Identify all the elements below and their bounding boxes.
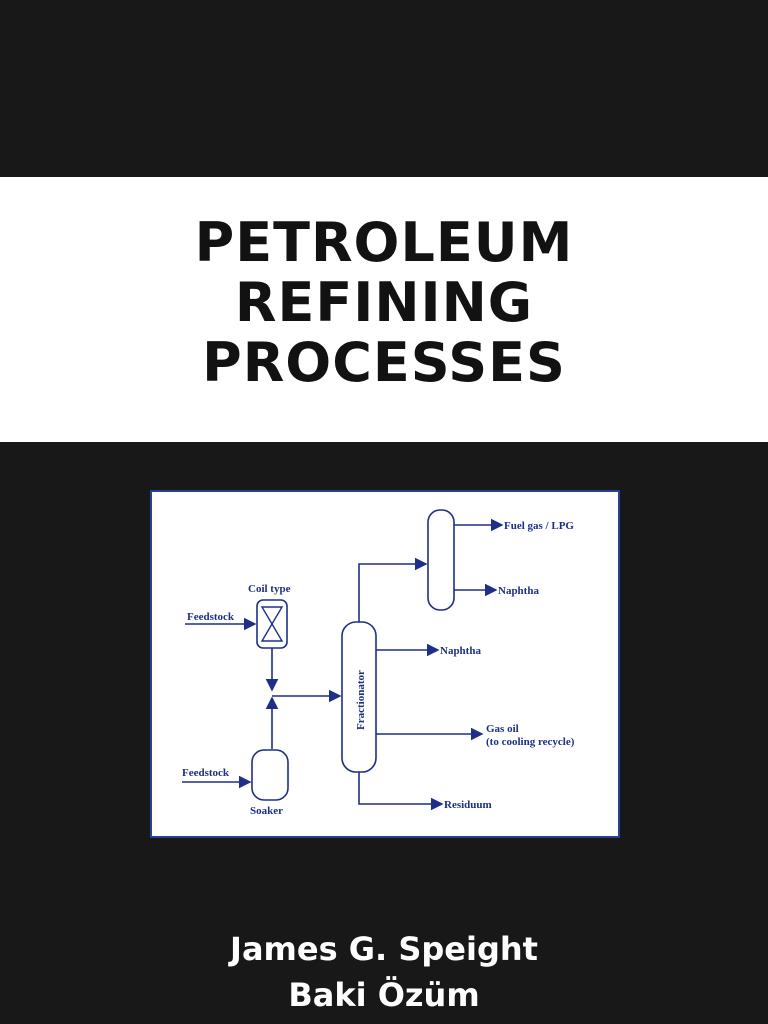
splitter-vessel xyxy=(427,509,455,611)
residuum-line xyxy=(358,772,444,811)
title-line-2: REFINING xyxy=(234,271,534,334)
feedstock-bottom-label: Feedstock xyxy=(182,767,230,779)
coil-type-label: Coil type xyxy=(248,583,291,595)
naphtha-top-label: Naphtha xyxy=(498,585,539,597)
soaker-vessel xyxy=(251,749,289,801)
feedstock-top-label: Feedstock xyxy=(187,611,235,623)
fuel-gas-label: Fuel gas / LPG xyxy=(504,520,574,532)
gas-oil-note: (to cooling recycle) xyxy=(486,736,575,748)
author-1: James G. Speight xyxy=(230,930,538,968)
title-line-3: PROCESSES xyxy=(202,331,566,394)
title-line-1: PETROLEUM xyxy=(194,211,574,274)
fractionator-label: Fractionator xyxy=(355,670,367,730)
naphtha-mid-label: Naphtha xyxy=(440,645,481,657)
coil-hourglass-icon xyxy=(260,606,284,642)
residuum-label: Residuum xyxy=(444,799,492,811)
flow-diagram-svg: Fuel gas / LPG Naphtha Coil type Feedsto… xyxy=(182,509,575,817)
author-2: Baki Özüm xyxy=(288,976,480,1014)
title-band: PETROLEUM REFINING PROCESSES xyxy=(0,177,768,442)
process-flow-diagram: Fuel gas / LPG Naphtha Coil type Feedsto… xyxy=(150,490,620,838)
overhead-line xyxy=(358,557,428,622)
gas-oil-label: Gas oil xyxy=(486,723,519,735)
soaker-label: Soaker xyxy=(250,805,283,817)
